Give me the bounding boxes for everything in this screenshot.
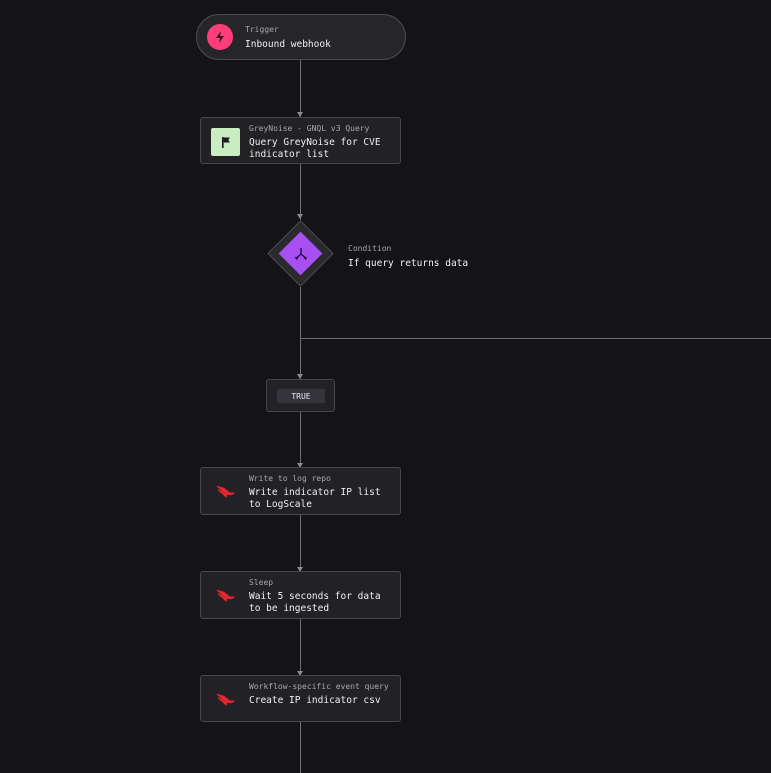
connector-sleep-to-query bbox=[300, 618, 301, 676]
connector-arrow bbox=[297, 112, 303, 117]
true-branch-node[interactable]: TRUE bbox=[266, 379, 335, 412]
connector-arrow bbox=[297, 463, 303, 468]
sleep-title: Wait 5 seconds for data to be ingested bbox=[249, 591, 381, 614]
sleep-node[interactable]: Sleep Wait 5 seconds for data to be inge… bbox=[200, 571, 401, 619]
event-query-label: Workflow-specific event query bbox=[249, 682, 389, 691]
connector-condition-down bbox=[300, 287, 301, 379]
connector-query-to-condition bbox=[300, 163, 301, 220]
event-query-title: Create IP indicator csv bbox=[249, 695, 381, 706]
event-query-node[interactable]: Workflow-specific event query Create IP … bbox=[200, 675, 401, 722]
write-log-repo-node[interactable]: Write to log repo Write indicator IP lis… bbox=[200, 467, 401, 515]
write-log-repo-title: Write indicator IP list to LogScale bbox=[249, 487, 381, 510]
connector-arrow bbox=[297, 567, 303, 572]
greynoise-flag-icon bbox=[211, 128, 240, 156]
trigger-title: Inbound webhook bbox=[245, 39, 331, 50]
trigger-label: Trigger bbox=[245, 25, 279, 34]
write-log-repo-label: Write to log repo bbox=[249, 474, 331, 483]
branch-icon bbox=[288, 242, 313, 265]
greynoise-query-title: Query GreyNoise for CVE indicator list bbox=[249, 137, 381, 160]
lightning-bolt-icon bbox=[207, 24, 233, 50]
connector-write-to-sleep bbox=[300, 514, 301, 572]
connector-arrow bbox=[297, 374, 303, 379]
falcon-icon bbox=[214, 582, 238, 608]
true-branch-label: TRUE bbox=[277, 389, 325, 403]
falcon-icon bbox=[214, 478, 238, 504]
trigger-node[interactable]: Trigger Inbound webhook bbox=[196, 14, 406, 60]
falcon-icon bbox=[214, 686, 238, 712]
connector-arrow bbox=[297, 214, 303, 219]
condition-label: Condition bbox=[348, 244, 392, 253]
connector-false-branch bbox=[300, 338, 771, 339]
sleep-label: Sleep bbox=[249, 578, 274, 587]
connector-trigger-to-query bbox=[300, 60, 301, 117]
connector-true-to-write bbox=[300, 412, 301, 468]
connector-arrow bbox=[297, 671, 303, 676]
greynoise-query-label: GreyNoise - GNQL v3 Query bbox=[249, 124, 370, 133]
greynoise-query-node[interactable]: GreyNoise - GNQL v3 Query Query GreyNois… bbox=[200, 117, 401, 164]
condition-title: If query returns data bbox=[348, 258, 469, 269]
connector-continue-down bbox=[300, 721, 301, 773]
